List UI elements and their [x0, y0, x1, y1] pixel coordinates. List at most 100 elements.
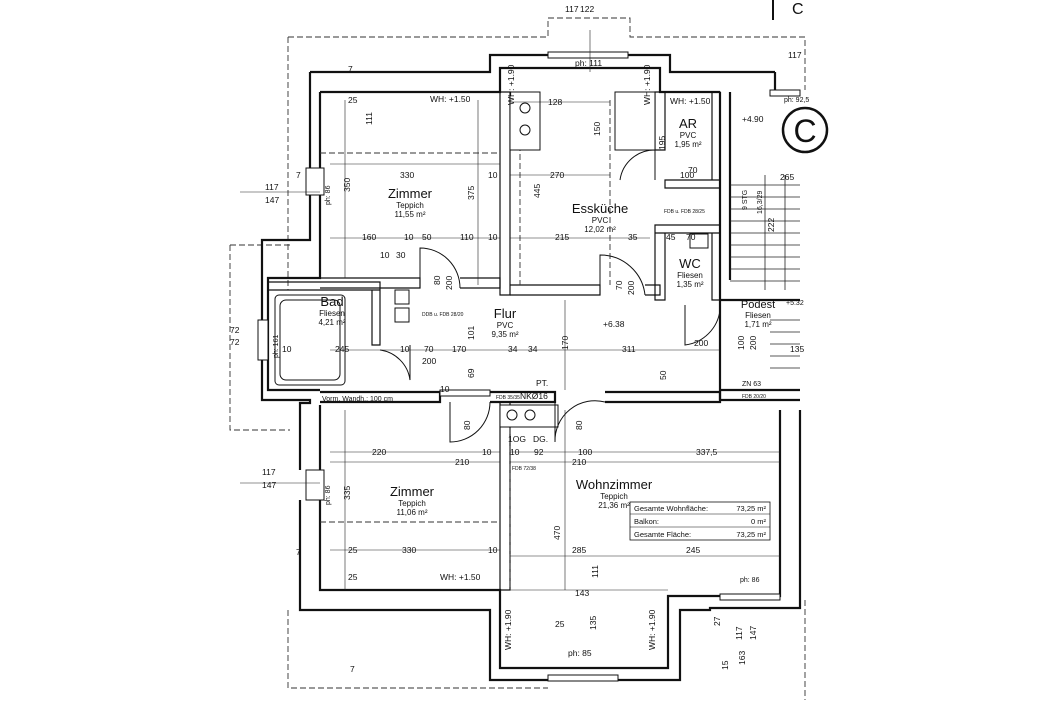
dim-label: 122	[580, 4, 594, 14]
kitchen-fixtures	[509, 91, 656, 151]
dim-label: 117	[565, 4, 579, 14]
fdb-label: DDB u. FDB 28/20	[422, 312, 464, 318]
window-height-label: WH: +1.50	[440, 572, 481, 582]
doors	[379, 149, 721, 443]
dim-label: 117	[262, 467, 276, 477]
interior-wall	[267, 281, 381, 346]
dim-label: 10	[400, 344, 410, 354]
dim-label: 210	[572, 457, 586, 467]
dim-label: 215	[555, 232, 569, 242]
balcony-outline-left	[229, 244, 290, 431]
room-area: 11,55 m²	[395, 210, 426, 219]
room-bad: Bad Fliesen 4,21 m²	[318, 294, 345, 327]
parapet-height-label: ph: 85	[568, 648, 592, 658]
room-area: 21,36 m²	[598, 501, 630, 510]
section-label-top: C	[792, 1, 804, 18]
stair-wall	[718, 72, 800, 392]
window-height-label: WH: +1.90	[503, 609, 513, 650]
dim-label: 7	[348, 64, 353, 74]
dim-label: 147	[262, 480, 276, 490]
parapet-height-label: ph: 161	[273, 335, 280, 358]
room-floor: PVC	[497, 321, 514, 330]
interior-wall	[510, 284, 661, 296]
room-name: Flur	[494, 306, 517, 321]
dim-label: 117	[788, 50, 802, 60]
dimension-lines	[240, 30, 780, 591]
room-wohnzimmer: Wohnzimmer Teppich 21,36 m²	[576, 477, 653, 510]
fdb-label: FDB 35/35	[496, 395, 520, 401]
dim-label: 135	[588, 616, 598, 630]
window-height-label: WH: +1.50	[670, 96, 711, 106]
window-height-label: WH: +1.50	[430, 94, 471, 104]
wall-height-note: Vorm. Wandh.: 100 cm	[322, 396, 393, 403]
summary-value: 73,25 m²	[736, 530, 766, 539]
parapet-height-label: ph: 92,5	[784, 97, 809, 104]
room-area: 1,71 m²	[744, 320, 771, 329]
dim-label: 45	[666, 232, 676, 242]
windows	[257, 51, 801, 682]
summary-label: Balkon:	[634, 517, 659, 526]
level-label: +4.90	[742, 114, 764, 124]
dimension-labels: 117 147 117 147 72 72 117 122 117 7 25 1…	[230, 4, 804, 674]
dim-label: 15	[720, 660, 730, 670]
dim-label: 25	[348, 545, 358, 555]
dim-label: 375	[466, 186, 476, 200]
parapet-height-label: ph: 86	[740, 577, 760, 584]
dim-label: 25	[555, 619, 565, 629]
overhead-lines	[320, 100, 611, 590]
dim-label: 34	[528, 344, 538, 354]
dim-label: 200	[748, 336, 758, 350]
dim-label: 350	[342, 178, 352, 192]
dim-label: 111	[364, 112, 374, 125]
interior-wall	[499, 91, 511, 296]
bathtub	[274, 294, 346, 386]
room-area: 1,35 m²	[676, 280, 703, 289]
dim-label: 10	[488, 170, 498, 180]
dim-label: 10	[380, 250, 390, 260]
dim-label: 70	[614, 280, 624, 290]
dim-label: 170	[560, 336, 570, 350]
dim-label: 70	[688, 165, 698, 175]
dim-label: 128	[548, 97, 562, 107]
fdb-label: FDB u. FDB 28/25	[664, 209, 705, 215]
dim-label: 335	[342, 486, 352, 500]
dim-label: 200	[444, 276, 454, 290]
stair-dim-label: 16,3/29	[757, 191, 764, 214]
dim-label: 330	[402, 545, 416, 555]
dim-label: 7	[296, 547, 301, 557]
section-label: C	[793, 113, 816, 149]
dim-label: 10	[510, 447, 520, 457]
dim-label: 150	[592, 122, 602, 136]
dim-label: 10	[282, 344, 292, 354]
dim-label: 72	[230, 337, 240, 347]
dim-label: 245	[335, 344, 349, 354]
dim-label: 80	[432, 275, 442, 285]
dim-label: 147	[748, 626, 758, 640]
annotations: WH: +1.50 WH: +1.50 WH: +1.50 ph: 111 ph…	[322, 58, 809, 658]
room-name: WC	[679, 256, 701, 271]
room-name: Essküche	[572, 201, 628, 216]
bathroom-sink	[394, 289, 410, 323]
parapet-height-label: ph: 111	[575, 58, 602, 68]
stair-treads-lower	[770, 319, 800, 369]
room-floor: Teppich	[600, 492, 628, 501]
dim-label: 147	[265, 195, 279, 205]
dim-label: 200	[422, 356, 436, 366]
dim-label: 135	[790, 344, 804, 354]
room-area: 12,02 m²	[584, 225, 616, 234]
room-floor: Teppich	[396, 201, 424, 210]
dim-label: 200	[694, 338, 708, 348]
dim-label: 170	[452, 344, 466, 354]
dim-label: 80	[574, 420, 584, 430]
room-ar: AR PVC 1,95 m²	[674, 116, 701, 149]
dim-label: 265	[780, 172, 794, 182]
dim-label: 160	[362, 232, 376, 242]
dim-label: 100	[680, 170, 694, 180]
room-name: AR	[679, 116, 697, 131]
room-zimmer-1: Zimmer Teppich 11,55 m²	[388, 186, 433, 219]
room-floor: Fliesen	[745, 311, 771, 320]
dim-label: 7	[296, 170, 301, 180]
room-name: Zimmer	[388, 186, 433, 201]
dim-label: 25	[348, 572, 358, 582]
